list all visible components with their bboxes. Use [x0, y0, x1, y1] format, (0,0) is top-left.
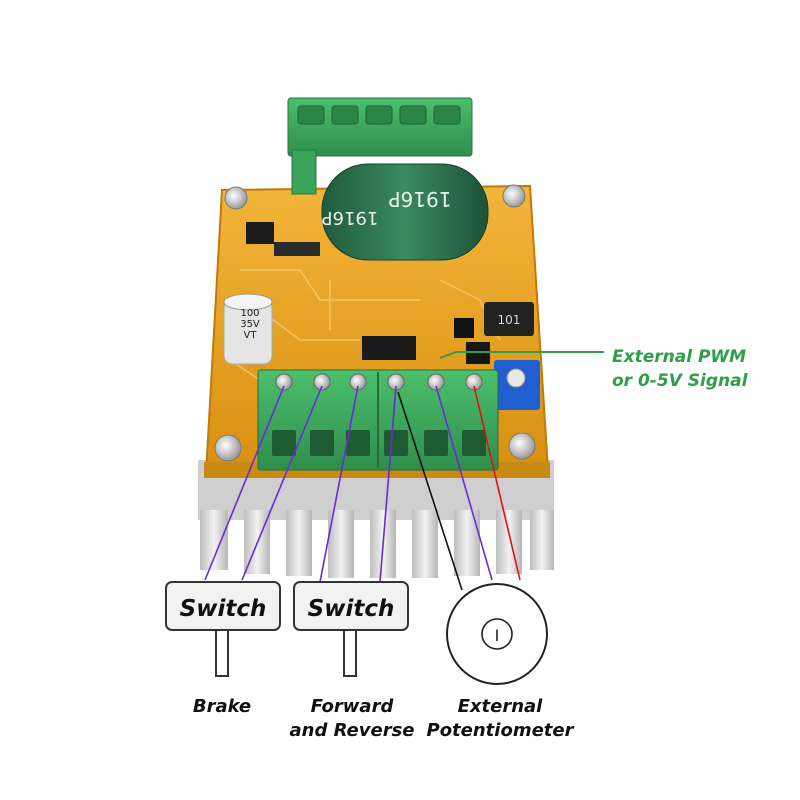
direction-switch: Switch — [293, 581, 409, 677]
wire-direction-a — [319, 385, 359, 583]
terminal-block-top — [287, 97, 473, 195]
capacitor-small-line-1: 100 — [240, 308, 259, 319]
pwm-callout-leader — [439, 351, 604, 359]
potentiometer-knob — [481, 618, 513, 650]
wire-pot-supply — [473, 385, 521, 581]
brake-switch-label: Switch — [180, 596, 267, 622]
terminal-screws — [275, 373, 483, 391]
capacitor-large-marking-2: 1916P — [322, 207, 379, 228]
screw-top-left — [224, 186, 248, 210]
potentiometer-symbol: I — [495, 626, 500, 645]
wire-brake-a — [204, 385, 285, 581]
chip-small-1 — [246, 222, 274, 244]
screw-bottom-right — [508, 432, 536, 460]
wire-brake-b — [241, 385, 323, 581]
capacitor-large-marking-1: 1916P — [389, 187, 452, 211]
inductor-marking: 101 — [498, 313, 521, 327]
wire-pot-wiper — [397, 391, 463, 591]
wires — [204, 385, 521, 591]
direction-switch-label: Switch — [308, 596, 395, 622]
inductor — [484, 302, 534, 336]
brake-switch: Switch — [165, 581, 281, 677]
pwm-callout-line-1: External PWM — [612, 347, 746, 367]
wire-direction-b — [379, 385, 397, 583]
screw-top-right — [502, 184, 526, 208]
capacitor-small-line-2: 35V — [240, 319, 260, 330]
direction-switch-stem — [343, 629, 357, 677]
trim-knob — [506, 368, 526, 388]
brake-switch-stem — [215, 629, 229, 677]
chip-small-2 — [454, 318, 474, 338]
capacitor-small: 100 35V VT — [223, 293, 273, 365]
label-brake: Brake — [193, 696, 251, 717]
resistor-top — [274, 242, 320, 256]
ic-chip — [362, 336, 416, 360]
label-forward-line-2: and Reverse — [289, 720, 414, 741]
pwm-callout: External PWM or 0-5V Signal — [439, 347, 749, 391]
pwm-callout-line-2: or 0-5V Signal — [612, 371, 749, 391]
label-potentiometer-line-1: External — [458, 696, 544, 717]
heatsink-fins — [200, 510, 554, 578]
external-potentiometer: I — [446, 583, 548, 685]
label-potentiometer-line-2: Potentiometer — [427, 720, 575, 741]
screw-bottom-left — [214, 434, 242, 462]
terminal-openings — [272, 430, 486, 456]
wire-pot-ground — [435, 385, 493, 581]
capacitor-small-line-3: VT — [244, 330, 258, 341]
label-forward-line-1: Forward — [311, 696, 395, 717]
capacitor-large: 1916P 1916P — [321, 163, 489, 261]
